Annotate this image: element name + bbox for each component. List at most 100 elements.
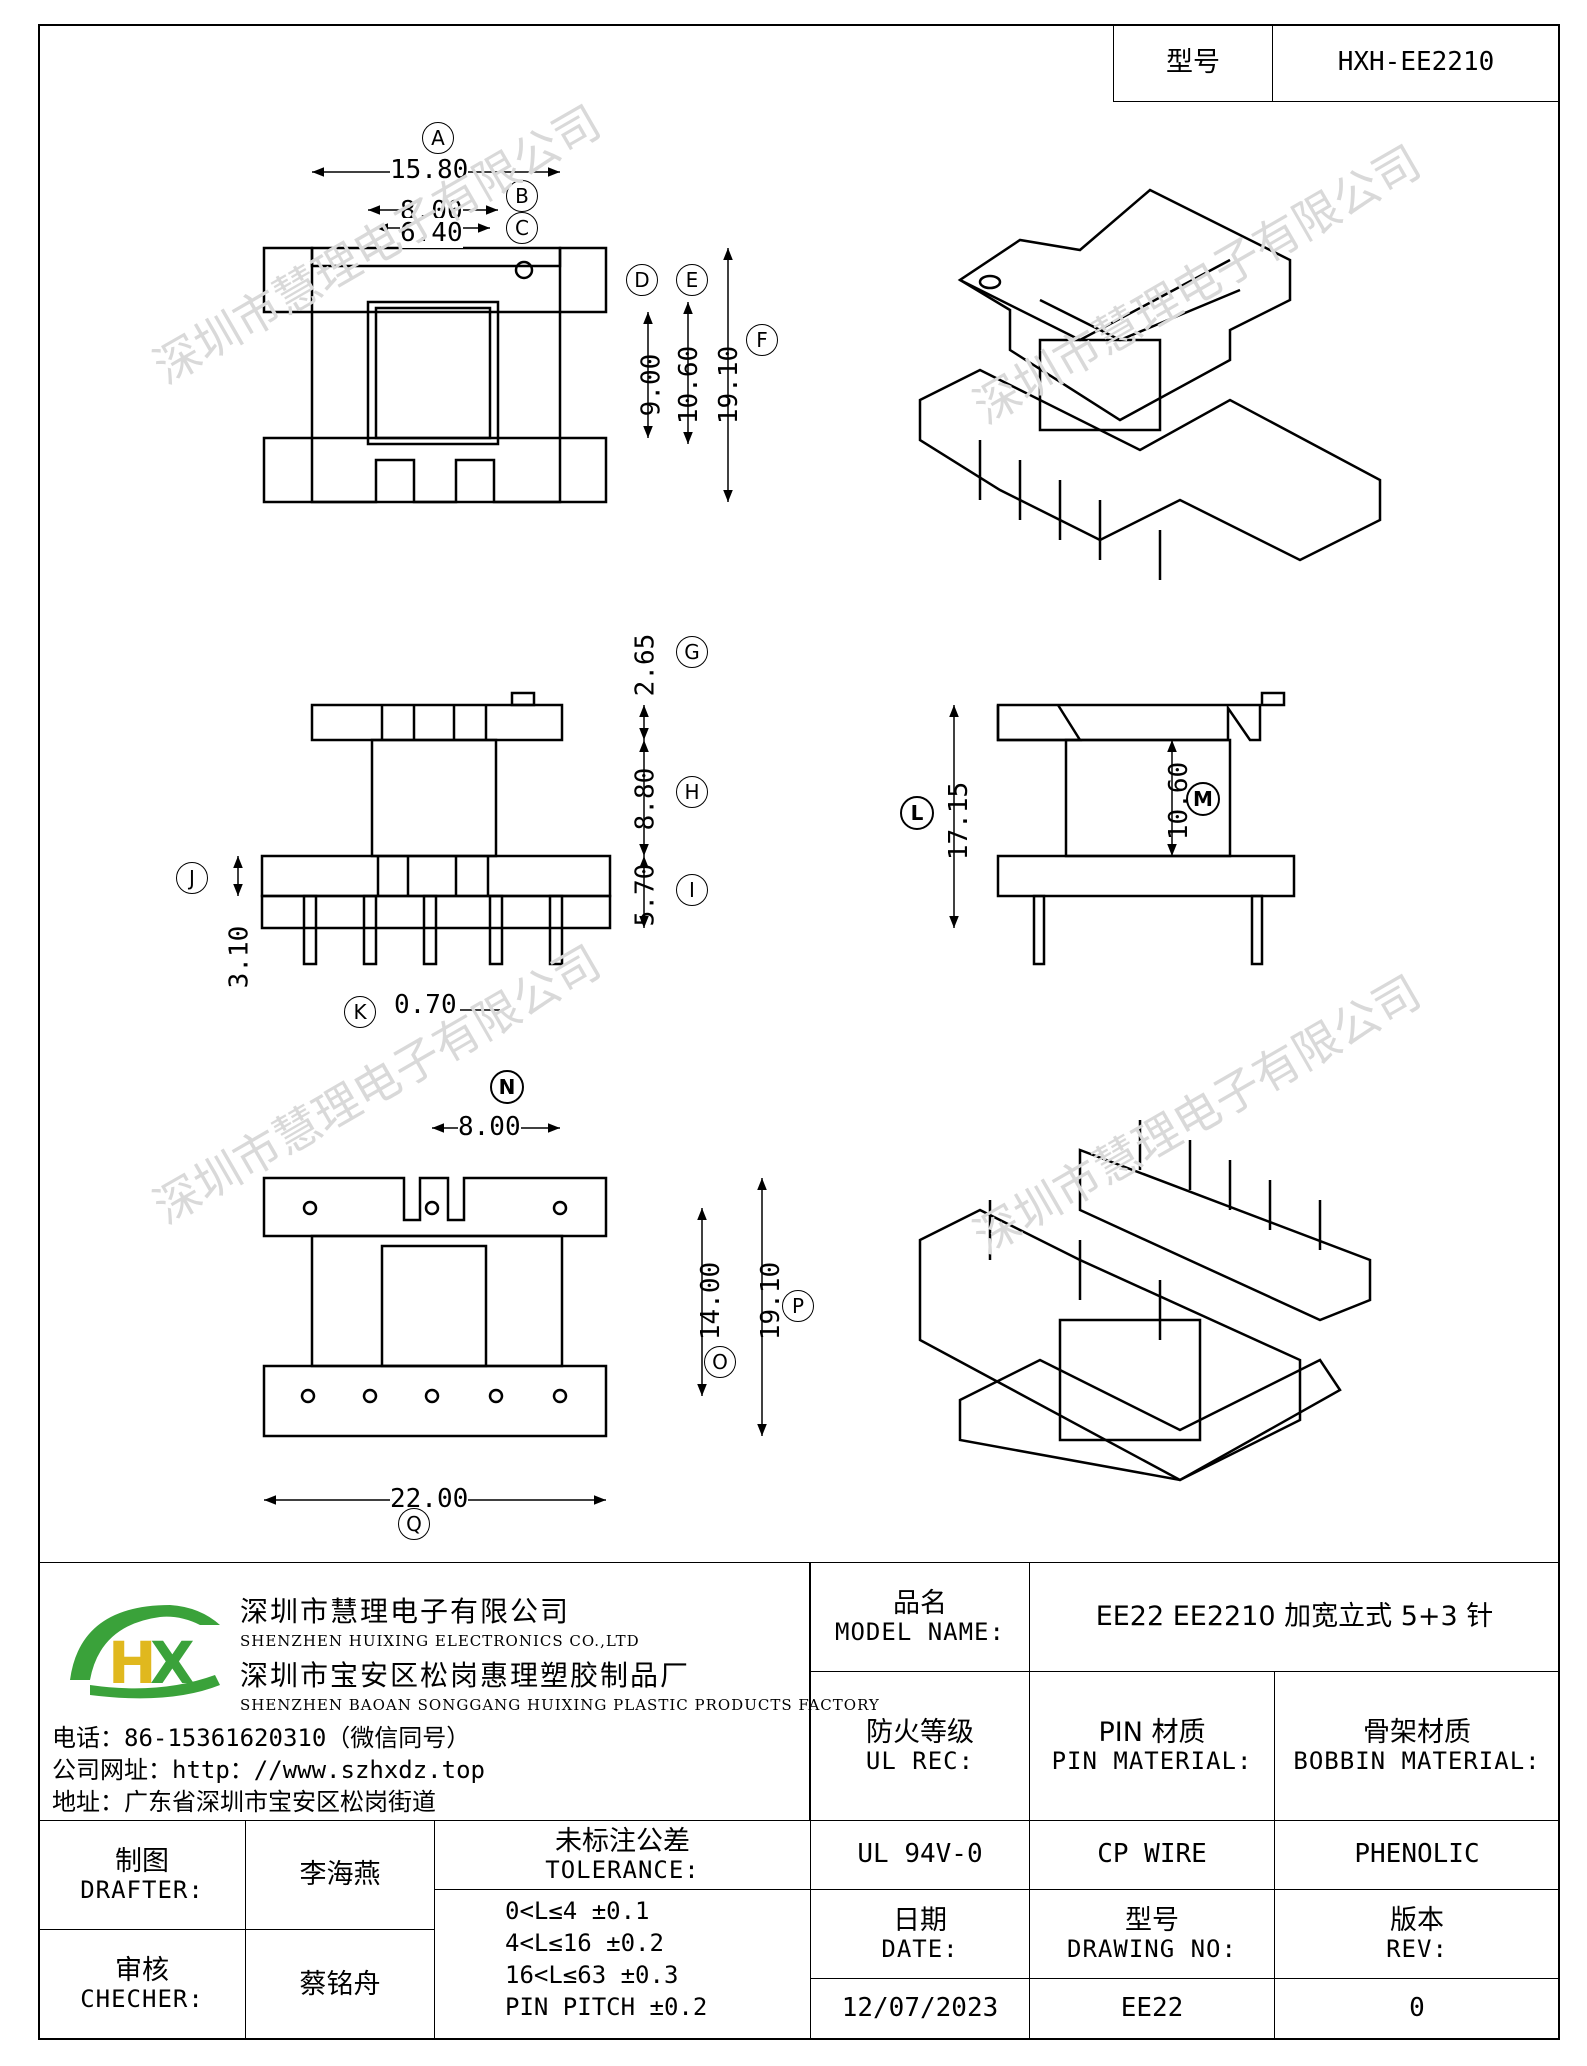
date-label-cell: 日期 DATE:: [810, 1889, 1030, 1979]
dim-L-val: 17.15: [944, 781, 975, 861]
callout-K: K: [344, 996, 376, 1028]
dim-H-val: 8.80: [630, 767, 661, 831]
top-view: [262, 246, 608, 504]
callout-H: H: [676, 776, 708, 808]
dim-I-val: 5.70: [630, 863, 661, 927]
model-value-cell: HXH-EE2210: [1272, 24, 1560, 102]
drafter-cn: 制图: [115, 1845, 169, 1877]
dim-J-val: 3.10: [224, 925, 255, 989]
bottom-view: [262, 1176, 608, 1438]
model-name-label-cell: 品名 MODEL NAME:: [810, 1562, 1030, 1672]
rev-en: REV:: [1386, 1934, 1448, 1963]
dim-D-val: 9.00: [636, 353, 667, 417]
drawing-no-en: DRAWING NO:: [1067, 1934, 1237, 1963]
drawing-no-value: EE22: [1120, 1993, 1184, 2024]
company-logo: H X: [70, 1605, 220, 1699]
checker-name-cell: 蔡铭舟: [245, 1929, 435, 2040]
model-label-cell: 型号: [1113, 24, 1273, 102]
tolerance-values: 0<L≤4 ±0.1 4<L≤16 ±0.2 16<L≤63 ±0.3 PIN …: [505, 1895, 707, 2023]
pin-en: PIN MATERIAL:: [1051, 1746, 1253, 1775]
logo-letter-x: X: [150, 1629, 195, 1697]
checker-label-cell: 审核 CHECHER:: [38, 1929, 246, 2040]
date-value-cell: 12/07/2023: [810, 1978, 1030, 2040]
ul-cn: 防火等级: [866, 1716, 974, 1748]
tolerance-line-4: PIN PITCH ±0.2: [505, 1993, 708, 2021]
model-name-cn: 品名: [893, 1587, 947, 1619]
iso-view-bottom: [918, 1120, 1372, 1482]
drafter-name: 李海燕: [299, 1859, 381, 1891]
company-name-1: 深圳市慧理电子有限公司: [240, 1595, 571, 1628]
model-name-value: EE22 EE2210 加宽立式 5+3 针: [1095, 1601, 1494, 1633]
contact-info: 电话：86-15361620310（微信同号） 公司网址：http：//www.…: [52, 1722, 485, 1818]
drawing-no-cn: 型号: [1125, 1904, 1179, 1936]
pin-value-cell: CP WIRE: [1029, 1820, 1275, 1890]
callout-L: L: [900, 796, 934, 830]
callout-E: E: [676, 264, 708, 296]
checker-cn: 审核: [115, 1955, 169, 1987]
rev-value-cell: 0: [1274, 1978, 1560, 2040]
phone: 电话：86-15361620310（微信同号）: [52, 1724, 471, 1752]
date-cn: 日期: [893, 1904, 947, 1936]
ul-value: UL 94V-0: [857, 1839, 983, 1870]
address: 地址：广东省深圳市宝安区松岗街道: [52, 1788, 436, 1816]
model-name-en: MODEL NAME:: [835, 1617, 1005, 1646]
dim-K-val: 0.70: [394, 990, 457, 1020]
dim-N-val: 8.00: [458, 1112, 521, 1142]
bobbin-cn: 骨架材质: [1363, 1716, 1471, 1748]
bobbin-value: PHENOLIC: [1354, 1839, 1480, 1870]
callout-G: G: [676, 636, 708, 668]
bobbin-value-cell: PHENOLIC: [1274, 1820, 1560, 1890]
pin-cn: PIN 材质: [1098, 1716, 1206, 1748]
dim-F-val: 19.10: [714, 345, 745, 425]
ul-en: UL REC:: [865, 1746, 975, 1775]
date-value: 12/07/2023: [841, 1993, 999, 2024]
company-names: 深圳市慧理电子有限公司 SHENZHEN HUIXING ELECTRONICS…: [240, 1590, 880, 1718]
drafter-name-cell: 李海燕: [245, 1820, 435, 1930]
dim-G-val: 2.65: [630, 633, 661, 697]
model-value: HXH-EE2210: [1337, 47, 1495, 78]
tolerance-en: TOLERANCE:: [545, 1855, 700, 1884]
rev-label-cell: 版本 REV:: [1274, 1889, 1560, 1979]
rev-value: 0: [1409, 1993, 1425, 2024]
checker-name: 蔡铭舟: [299, 1968, 381, 2000]
company-name-2-en: SHENZHEN BAOAN SONGGANG HUIXING PLASTIC …: [240, 1696, 880, 1714]
checker-en: CHECHER:: [80, 1985, 204, 2014]
callout-O: O: [704, 1346, 736, 1378]
callout-A: A: [422, 122, 454, 154]
iso-view-top: [918, 188, 1382, 580]
bobbin-label-cell: 骨架材质 BOBBIN MATERIAL:: [1274, 1671, 1560, 1821]
company-name-2: 深圳市宝安区松岗惠理塑胶制品厂: [240, 1659, 691, 1692]
model-label: 型号: [1166, 47, 1220, 79]
callout-C: C: [506, 212, 538, 244]
ul-label-cell: 防火等级 UL REC:: [810, 1671, 1030, 1821]
date-en: DATE:: [881, 1934, 959, 1963]
technical-drawing: [233, 167, 1382, 1505]
ul-value-cell: UL 94V-0: [810, 1820, 1030, 1890]
dim-O-val: 14.00: [696, 1261, 727, 1341]
callout-P: P: [782, 1290, 814, 1322]
callout-J: J: [176, 862, 208, 894]
pin-label-cell: PIN 材质 PIN MATERIAL:: [1029, 1671, 1275, 1821]
tolerance-line-2: 4<L≤16 ±0.2: [505, 1929, 664, 1957]
drawing-no-label-cell: 型号 DRAWING NO:: [1029, 1889, 1275, 1979]
dim-A: 15.80: [390, 155, 469, 185]
callout-F: F: [746, 324, 778, 356]
front-view: [260, 691, 612, 966]
website: 公司网址：http：//www.szhxdz.top: [52, 1756, 485, 1784]
rev-cn: 版本: [1390, 1904, 1444, 1936]
dim-E-val: 10.60: [674, 345, 705, 425]
callout-M: M: [1186, 782, 1220, 816]
dim-Q-val: 22.00: [390, 1484, 469, 1514]
tolerance-line-3: 16<L≤63 ±0.3: [505, 1961, 679, 1989]
drawing-no-value-cell: EE22: [1029, 1978, 1275, 2040]
callout-N: N: [490, 1070, 524, 1104]
dim-C: 6.40: [400, 218, 463, 248]
drafter-label-cell: 制图 DRAFTER:: [38, 1820, 246, 1930]
callout-I: I: [676, 874, 708, 906]
callout-B: B: [506, 180, 538, 212]
side-view: [996, 691, 1296, 966]
bobbin-en: BOBBIN MATERIAL:: [1293, 1746, 1541, 1775]
callout-D: D: [626, 264, 658, 296]
callout-Q: Q: [398, 1508, 430, 1540]
tolerance-label-cell: 未标注公差 TOLERANCE:: [434, 1820, 811, 1890]
